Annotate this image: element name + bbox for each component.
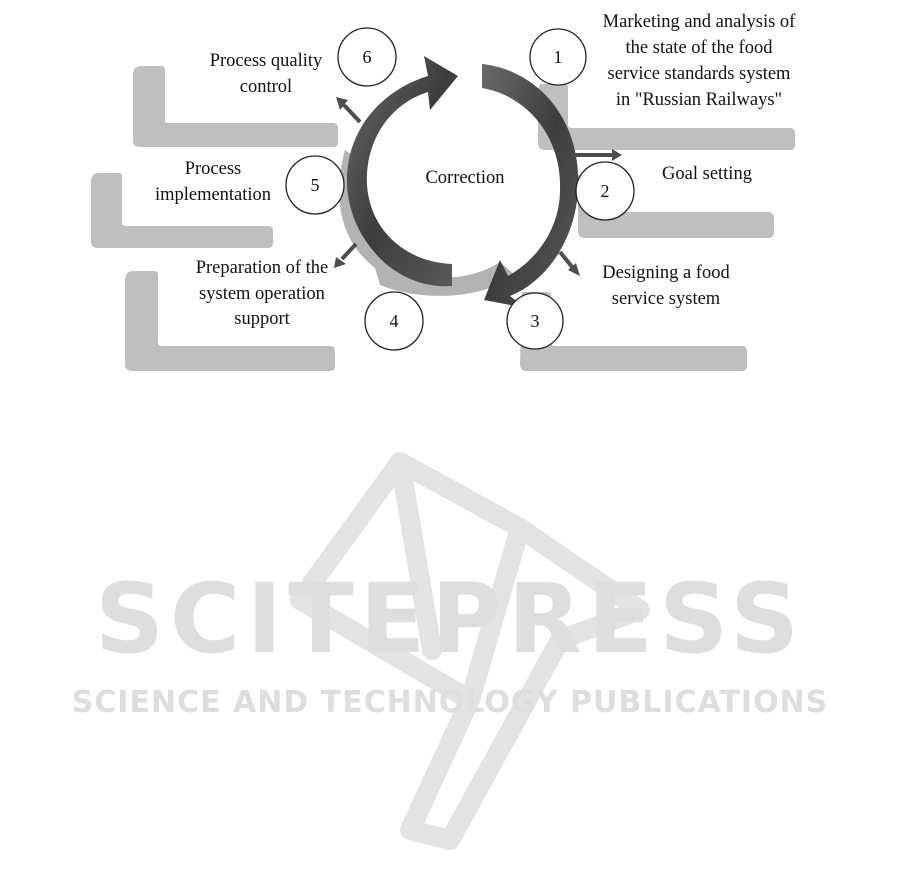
step-4-label-line: system operation <box>199 284 325 304</box>
step-5-label: Process implementation <box>155 159 271 205</box>
step-number-6: 6 <box>363 47 372 67</box>
watermark-title: SCITEPRESS <box>95 563 805 675</box>
step-6-label-line: Process quality <box>210 51 323 71</box>
step-2-label: Goal setting <box>662 164 752 184</box>
pointer-preparation-head <box>334 257 346 268</box>
step-4-label-line: support <box>234 309 290 329</box>
step-circle-3 <box>506 292 564 350</box>
bracket-group <box>91 66 795 371</box>
step-4-label: Preparation of the system operation supp… <box>196 258 329 329</box>
step-circle-6 <box>337 27 397 87</box>
pointer-quality-control-head <box>336 97 348 110</box>
step-circle-5 <box>285 155 345 215</box>
pointer-quality-control <box>342 103 362 124</box>
step-5-label-line: implementation <box>155 185 271 205</box>
step-number-2: 2 <box>601 181 610 201</box>
step-1-label-line: in "Russian Railways" <box>616 90 782 110</box>
step-number-5: 5 <box>311 175 320 195</box>
step-3-label: Designing a food service system <box>602 263 730 309</box>
pointer-goal-setting-head <box>612 149 622 161</box>
step-6-label: Process quality control <box>210 51 323 97</box>
watermark: SCITEPRESS SCIENCE AND TECHNOLOGY PUBLIC… <box>72 452 829 850</box>
watermark-book-shape <box>290 452 650 850</box>
bracket-step-6 <box>133 66 338 147</box>
arrow-arc-left <box>346 56 458 287</box>
step-circles <box>285 27 635 351</box>
step-circle-4 <box>364 291 424 351</box>
step-2-label-line: Goal setting <box>662 164 752 184</box>
bracket-step-5 <box>91 173 273 248</box>
pointer-preparation <box>340 242 358 261</box>
step-1-label-line: service standards system <box>608 64 792 84</box>
step-number-1: 1 <box>554 47 563 67</box>
step-3-label-line: Designing a food <box>602 263 730 283</box>
pointer-arrows <box>334 97 622 276</box>
step-3-label-line: service system <box>612 289 721 309</box>
step-number-4: 4 <box>390 311 399 331</box>
step-number-3: 3 <box>531 311 540 331</box>
step-1-label-line: the state of the food <box>626 38 774 58</box>
step-circle-1 <box>529 28 587 86</box>
bracket-step-2 <box>578 175 774 238</box>
step-1-label: Marketing and analysis of the state of t… <box>603 12 796 110</box>
step-circle-2 <box>575 161 635 221</box>
arrow-arc-right <box>482 64 579 308</box>
watermark-subtitle: SCIENCE AND TECHNOLOGY PUBLICATIONS <box>72 685 829 720</box>
cycle-arrows <box>346 56 579 308</box>
step-5-label-line: Process <box>185 159 242 179</box>
bracket-step-4 <box>125 271 335 371</box>
step-4-label-line: Preparation of the <box>196 258 329 278</box>
bracket-step-3 <box>520 292 747 371</box>
pointer-designing-head <box>568 263 580 276</box>
step-6-label-line: control <box>240 77 292 97</box>
center-label: Correction <box>425 168 504 188</box>
pointer-designing <box>558 250 575 270</box>
step-numbers: 1 2 3 4 5 6 <box>311 47 610 331</box>
bracket-step-1 <box>538 84 795 150</box>
step-1-label-line: Marketing and analysis of <box>603 12 796 32</box>
